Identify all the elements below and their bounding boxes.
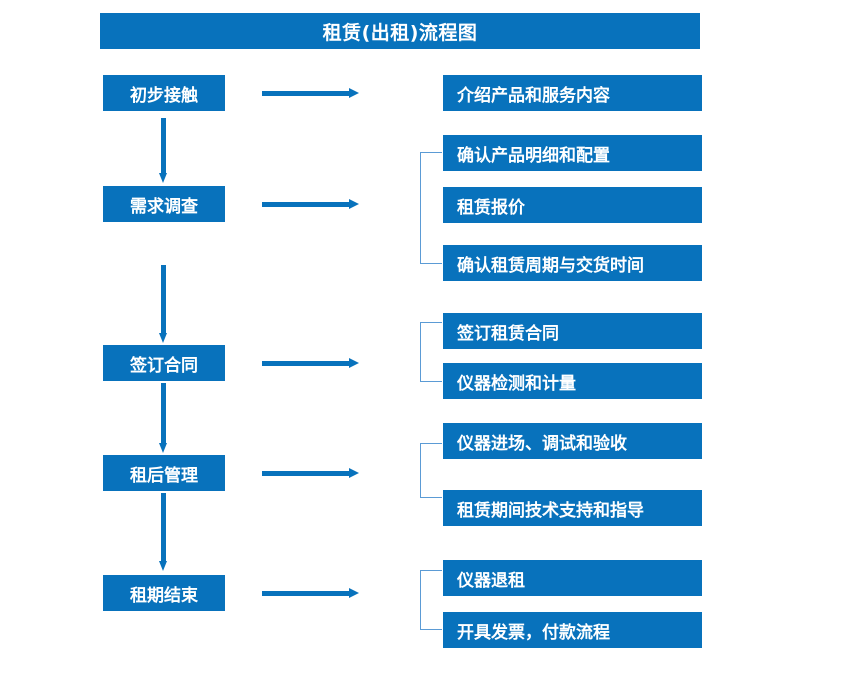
detail-label: 确认租赁周期与交货时间 [457, 255, 644, 276]
detail-label: 确认产品明细和配置 [457, 145, 610, 166]
detail-box-lease-end-1[interactable]: 仪器退租 [443, 560, 702, 596]
stage-box-initial-contact[interactable]: 初步接触 [103, 75, 225, 111]
stage-label: 签订合同 [130, 355, 198, 376]
detail-label: 仪器进场、调试和验收 [457, 433, 627, 454]
down-arrow-icon [159, 265, 168, 343]
detail-label: 开具发票，付款流程 [457, 622, 610, 643]
detail-box-initial-contact-1[interactable]: 介绍产品和服务内容 [443, 75, 702, 111]
right-arrow-icon [262, 588, 359, 599]
right-arrow-icon [262, 468, 359, 479]
group-bracket-icon [420, 322, 442, 382]
detail-label: 签订租赁合同 [457, 323, 559, 344]
stage-label: 租后管理 [130, 465, 198, 486]
down-arrow-icon [159, 493, 168, 571]
detail-box-post-rental-management-1[interactable]: 仪器进场、调试和验收 [443, 423, 702, 459]
detail-box-requirements-survey-1[interactable]: 确认产品明细和配置 [443, 135, 702, 171]
detail-box-sign-contract-1[interactable]: 签订租赁合同 [443, 313, 702, 349]
detail-box-lease-end-2[interactable]: 开具发票，付款流程 [443, 612, 702, 648]
detail-label: 仪器检测和计量 [457, 373, 576, 394]
detail-box-sign-contract-2[interactable]: 仪器检测和计量 [443, 363, 702, 399]
detail-label: 仪器退租 [457, 570, 525, 591]
right-arrow-icon [262, 358, 359, 369]
stage-box-sign-contract[interactable]: 签订合同 [103, 345, 225, 381]
right-arrow-icon [262, 199, 359, 210]
detail-box-post-rental-management-2[interactable]: 租赁期间技术支持和指导 [443, 490, 702, 526]
detail-label: 租赁期间技术支持和指导 [457, 500, 644, 521]
page-title: 租赁(出租)流程图 [100, 13, 700, 49]
right-arrow-icon [262, 88, 359, 99]
detail-label: 介绍产品和服务内容 [457, 85, 610, 106]
stage-label: 初步接触 [130, 85, 198, 106]
group-bracket-icon [420, 152, 442, 264]
down-arrow-icon [159, 118, 168, 183]
down-arrow-icon [159, 383, 168, 453]
detail-box-requirements-survey-3[interactable]: 确认租赁周期与交货时间 [443, 245, 702, 281]
detail-label: 租赁报价 [457, 197, 525, 218]
group-bracket-icon [420, 443, 442, 498]
stage-box-requirements-survey[interactable]: 需求调查 [103, 186, 225, 222]
stage-box-lease-end[interactable]: 租期结束 [103, 575, 225, 611]
stage-box-post-rental-management[interactable]: 租后管理 [103, 455, 225, 491]
detail-box-requirements-survey-2[interactable]: 租赁报价 [443, 187, 702, 223]
stage-label: 租期结束 [130, 585, 198, 606]
group-bracket-icon [420, 570, 442, 630]
stage-label: 需求调查 [130, 196, 198, 217]
